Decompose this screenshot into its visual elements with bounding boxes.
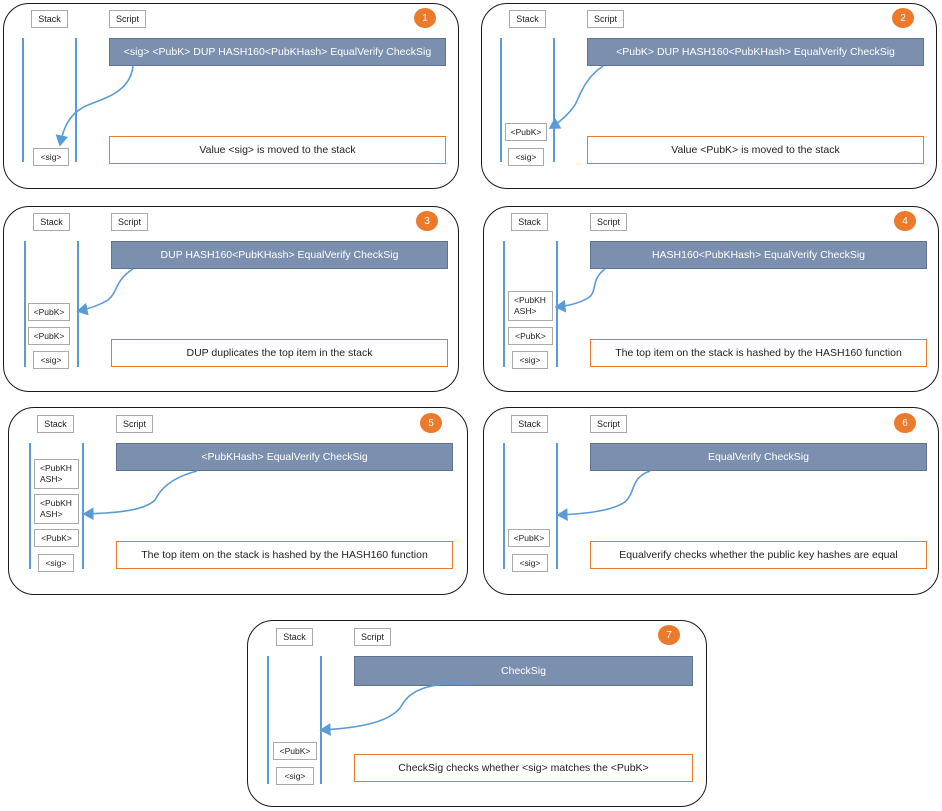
step-number-badge: 1 [414,8,436,28]
step-number-badge: 6 [894,413,916,433]
stack-label: Stack [509,10,546,28]
stack-item: <PubK> [28,303,70,321]
script-bar: <sig> <PubK> DUP HASH160<PubKHash> Equal… [109,38,446,66]
step-number-badge: 2 [892,8,914,28]
stack-right-rail [82,443,84,569]
stack-item: <PubK> [273,742,317,760]
step-number-badge: 7 [658,625,680,645]
arrow-panel-1 [55,65,134,147]
step-caption: Equalverify checks whether the public ke… [590,541,927,569]
arrow-panel-2 [548,65,604,129]
stack-label: Stack [31,10,68,28]
stack-right-rail [556,443,558,569]
arrow-panel-7 [319,682,473,736]
step-caption: The top item on the stack is hashed by t… [590,339,927,367]
stack-item: <sig> [33,351,69,369]
script-bar: <PubKHash> EqualVerify CheckSig [116,443,453,471]
script-label: Script [111,213,148,231]
stack-label: Stack [511,415,548,433]
step-number-badge: 3 [416,211,438,231]
stack-item: <sig> [512,351,548,369]
step-number-badge: 5 [420,413,442,433]
stack-item: <sig> [512,554,548,572]
script-label: Script [590,213,627,231]
stack-right-rail [320,656,322,784]
stack-item: <PubKH ASH> [508,291,553,321]
script-label: Script [116,415,153,433]
stack-left-rail [29,443,31,569]
script-bar: <PubK> DUP HASH160<PubKHash> EqualVerify… [587,38,924,66]
step-caption: DUP duplicates the top item in the stack [111,339,448,367]
script-bar: EqualVerify CheckSig [590,443,927,471]
step-number-badge: 4 [894,211,916,231]
script-label: Script [109,10,146,28]
script-label: Script [590,415,627,433]
stack-label: Stack [37,415,74,433]
script-label: Script [354,628,391,646]
script-bar: CheckSig [354,656,693,686]
script-bar: DUP HASH160<PubKHash> EqualVerify CheckS… [111,241,448,269]
stack-left-rail [503,443,505,569]
stack-left-rail [500,38,502,162]
stack-right-rail [553,38,555,162]
stack-item: <PubKH ASH> [34,459,79,489]
stack-item: <PubK> [508,529,550,547]
stack-label: Stack [511,213,548,231]
stack-item: <PubK> [505,123,547,141]
arrow-panel-4 [554,268,606,313]
stack-left-rail [24,241,26,367]
stack-item: <sig> [38,554,74,572]
script-label: Script [587,10,624,28]
arrow-panel-5 [82,470,198,521]
step-caption: Value <PubK> is moved to the stack [587,136,924,164]
stack-left-rail [503,241,505,367]
stack-left-rail [267,656,269,784]
stack-label: Stack [276,628,313,646]
stack-item: <sig> [276,767,314,785]
step-caption: Value <sig> is moved to the stack [109,136,446,164]
stack-item: <PubK> [34,529,79,547]
stack-item: <PubKH ASH> [34,494,79,524]
arrow-panel-3 [76,268,134,316]
stack-item: <sig> [33,148,69,166]
step-caption: CheckSig checks whether <sig> matches th… [354,754,693,782]
stack-item: <PubK> [508,327,553,345]
script-bar: HASH160<PubKHash> EqualVerify CheckSig [590,241,927,269]
stack-item: <PubK> [28,327,70,345]
step-caption: The top item on the stack is hashed by t… [116,541,453,569]
stack-right-rail [75,38,77,162]
stack-label: Stack [33,213,70,231]
stack-left-rail [22,38,24,162]
arrow-panel-6 [556,470,651,521]
stack-item: <sig> [508,148,544,166]
